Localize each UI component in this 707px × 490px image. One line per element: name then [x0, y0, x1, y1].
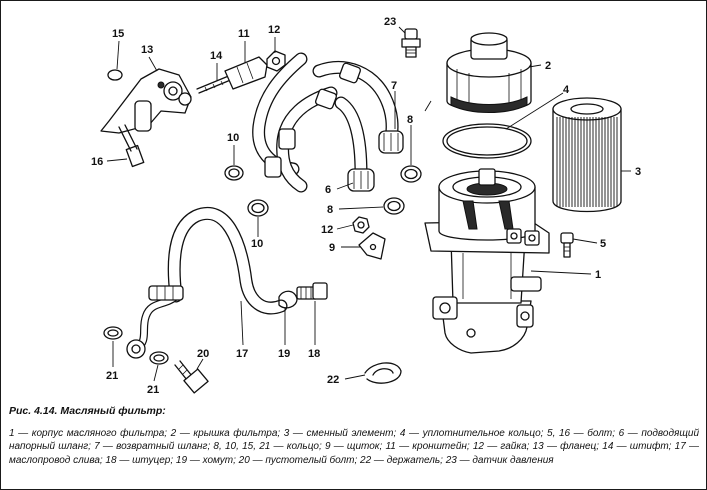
holder-22 [364, 362, 402, 384]
shield-9 [358, 232, 386, 260]
callout-10a: 10 [227, 132, 239, 144]
hollow-bolt-20 [174, 360, 209, 394]
callout-12b: 12 [321, 224, 333, 236]
callout-1: 1 [595, 269, 601, 281]
callout-17: 17 [236, 348, 248, 360]
nut-12-top [266, 50, 286, 72]
figure-caption: Рис. 4.14. Масляный фильтр: 1 — корпус м… [9, 405, 699, 467]
filter-element-3 [552, 97, 622, 213]
filter-cap-2 [446, 32, 532, 113]
bolt-5 [560, 232, 574, 258]
hose-fittings [264, 62, 404, 192]
callout-20: 20 [197, 348, 209, 360]
sealing-ring-4 [442, 123, 532, 159]
callout-9: 9 [329, 242, 335, 254]
callout-10b: 10 [251, 238, 263, 250]
bolt-16 [118, 124, 145, 168]
callout-7: 7 [391, 80, 397, 92]
callout-11: 11 [238, 28, 250, 40]
callout-19: 19 [278, 348, 290, 360]
callout-5: 5 [600, 238, 606, 250]
callout-labels: 1 2 3 4 5 6 7 8 8 9 10 10 11 12 12 13 14… [91, 16, 641, 396]
callout-23: 23 [384, 16, 396, 28]
oil-filter-exploded-diagram: 1 2 3 4 5 6 7 8 8 9 10 10 11 12 12 13 14… [91, 16, 641, 396]
callout-16: 16 [91, 156, 103, 168]
sealing-rings [224, 165, 422, 217]
callout-13: 13 [141, 44, 153, 56]
callout-2: 2 [545, 60, 551, 72]
figure-legend: 1 — корпус масляного фильтра; 2 — крышка… [9, 427, 699, 466]
flange-13 [100, 68, 192, 134]
callout-14: 14 [210, 50, 223, 62]
oil-drain-line [132, 207, 288, 353]
union-fitting-18 [296, 282, 328, 300]
callout-15: 15 [112, 28, 124, 40]
callout-18: 18 [308, 348, 320, 360]
callout-21a: 21 [106, 370, 118, 382]
oil-filter-housing-1 [424, 168, 550, 354]
nut-12 [352, 216, 370, 234]
callout-4: 4 [563, 84, 570, 96]
leader-lines [106, 26, 631, 382]
callout-3: 3 [635, 166, 641, 178]
callout-6: 6 [325, 184, 331, 196]
banjo-fitting [126, 339, 146, 359]
pin-14 [196, 74, 234, 94]
ring-15 [107, 69, 123, 81]
callout-21b: 21 [147, 384, 159, 396]
callout-12a: 12 [268, 24, 280, 36]
hose-clamp-19 [278, 290, 298, 309]
bracket-11 [224, 56, 268, 90]
pressure-sensor-23 [401, 28, 421, 58]
figure-title: Рис. 4.14. Масляный фильтр: [9, 405, 166, 417]
callout-8b: 8 [327, 204, 333, 216]
callout-8a: 8 [407, 114, 413, 126]
callout-22: 22 [327, 374, 339, 386]
rings-21 [103, 326, 169, 365]
